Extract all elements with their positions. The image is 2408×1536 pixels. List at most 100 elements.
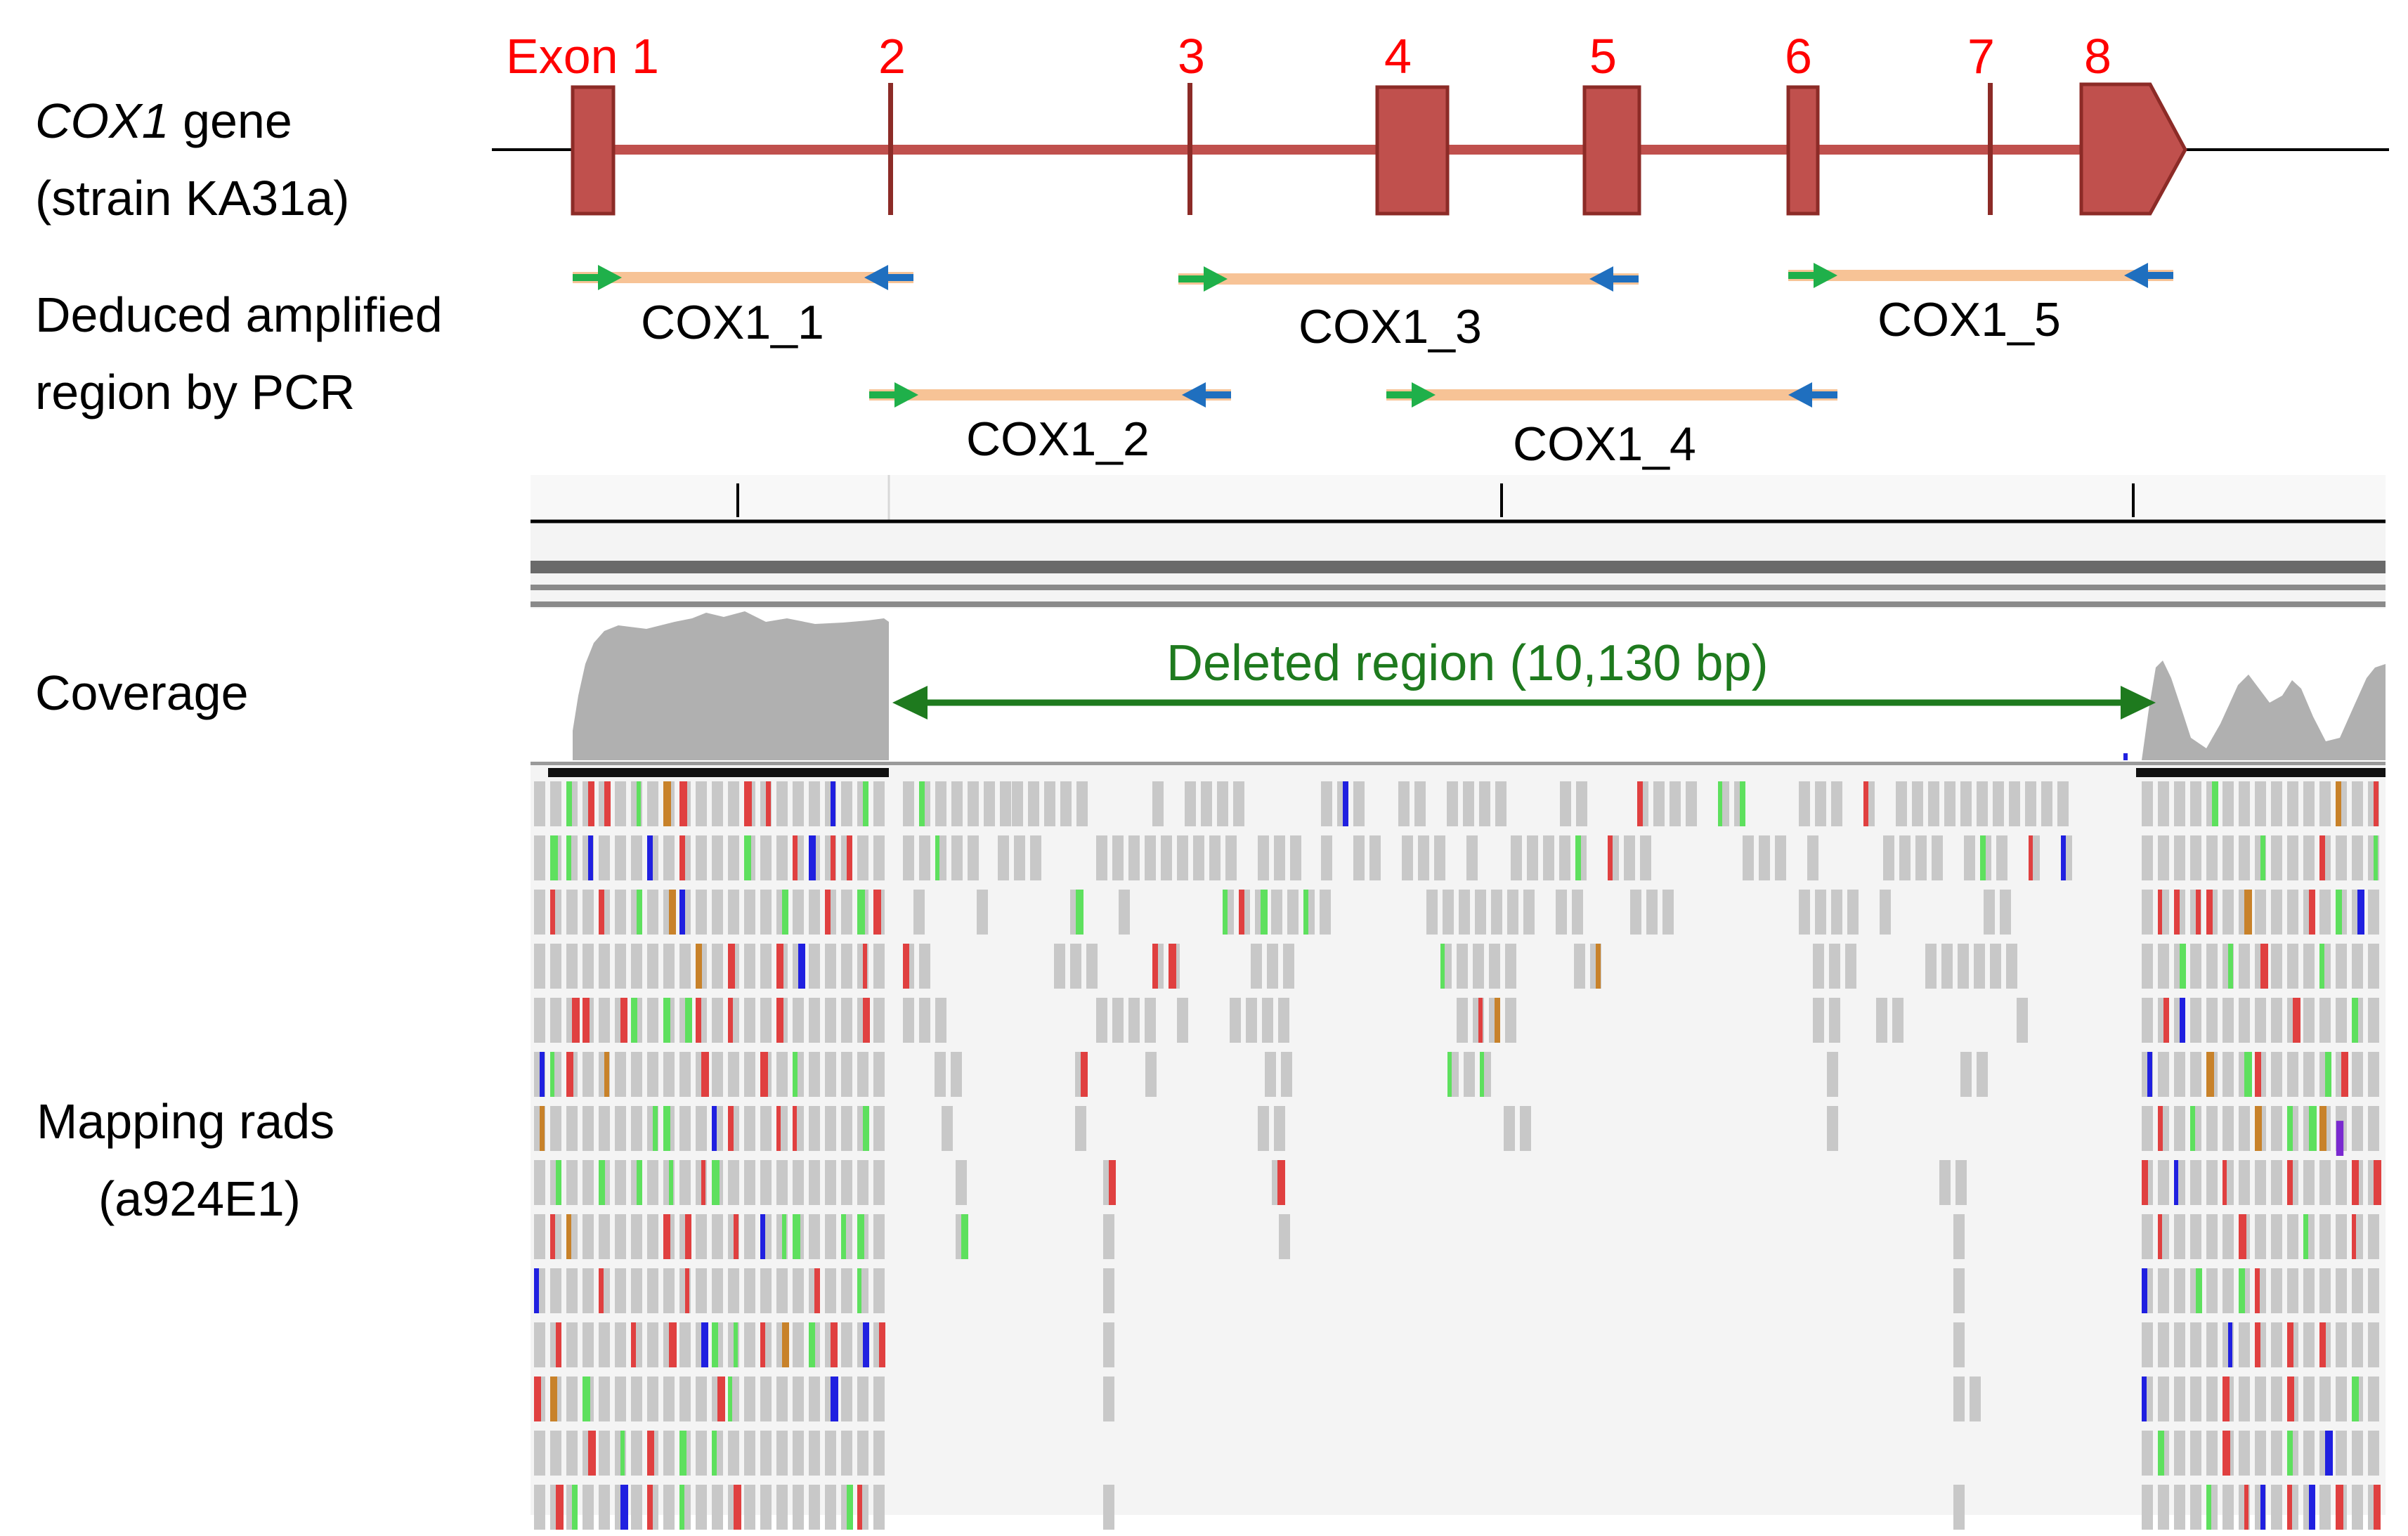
- read-mismatch: [540, 1052, 545, 1097]
- read-mismatch: [863, 998, 870, 1043]
- read: [1103, 1376, 1114, 1421]
- forward-primer: [1788, 272, 1816, 279]
- read: [2142, 1106, 2153, 1151]
- insertion-marker: [2123, 753, 2128, 760]
- read: [2158, 835, 2169, 880]
- read: [583, 1268, 594, 1313]
- read: [2239, 1322, 2250, 1367]
- read-mismatch: [2255, 1106, 2262, 1151]
- read: [873, 1431, 885, 1476]
- read: [696, 1485, 707, 1530]
- read-mismatch: [2255, 1052, 2261, 1097]
- read-mismatch: [566, 1052, 573, 1097]
- read: [1281, 1052, 1292, 1097]
- read: [825, 1431, 836, 1476]
- read-mismatch: [728, 998, 733, 1043]
- read: [1970, 1376, 1981, 1421]
- read-mismatch: [2374, 1160, 2381, 1205]
- read: [663, 1431, 675, 1476]
- exon-6-label: 6: [1785, 29, 1812, 84]
- read: [873, 781, 885, 826]
- read: [615, 944, 626, 989]
- read: [728, 1268, 739, 1313]
- read-mismatch: [2352, 1160, 2359, 1205]
- read: [2352, 1431, 2363, 1476]
- read: [696, 1376, 707, 1421]
- read: [1369, 835, 1381, 880]
- read: [2174, 781, 2185, 826]
- read: [2336, 1431, 2347, 1476]
- read: [873, 1160, 885, 1205]
- read: [631, 1376, 642, 1421]
- read: [1274, 835, 1285, 880]
- read: [631, 835, 642, 880]
- read: [2174, 1214, 2185, 1259]
- read: [566, 1431, 578, 1476]
- read-mismatch: [2374, 835, 2378, 880]
- read-mismatch: [620, 1431, 625, 1476]
- insertion-icon: I: [2333, 1111, 2347, 1167]
- read: [1028, 781, 1039, 826]
- read: [744, 1052, 755, 1097]
- read: [2287, 944, 2298, 989]
- read: [1473, 944, 1484, 989]
- read: [599, 1485, 610, 1530]
- read-mismatch: [2206, 1052, 2214, 1097]
- read-mismatch: [744, 835, 751, 880]
- read: [663, 944, 675, 989]
- read: [809, 1431, 820, 1476]
- read: [1414, 781, 1426, 826]
- read: [2222, 1214, 2234, 1259]
- read: [873, 1052, 885, 1097]
- read: [550, 1268, 561, 1313]
- read: [2303, 835, 2315, 880]
- read: [2190, 1322, 2201, 1367]
- read-mismatch: [2303, 1214, 2308, 1259]
- read: [2368, 1052, 2379, 1097]
- read-mismatch: [2287, 1485, 2292, 1530]
- read: [663, 1376, 675, 1421]
- read: [534, 944, 545, 989]
- ruler-track: [531, 475, 2386, 520]
- read: [825, 1485, 836, 1530]
- exon-7-label: 7: [1967, 29, 1995, 84]
- read: [1278, 998, 1289, 1043]
- read: [744, 998, 755, 1043]
- read: [1177, 835, 1188, 880]
- read-mismatch: [2319, 944, 2324, 989]
- read-mismatch: [556, 1322, 561, 1367]
- read-mismatch: [663, 1106, 670, 1151]
- read: [1457, 944, 1468, 989]
- read: [1267, 944, 1278, 989]
- read-mismatch: [2196, 1268, 2202, 1313]
- read: [841, 944, 852, 989]
- read: [615, 890, 626, 935]
- read-mismatch: [534, 1376, 541, 1421]
- read-mismatch: [798, 944, 805, 989]
- read-mismatch: [857, 1268, 861, 1313]
- read: [2041, 781, 2052, 826]
- read-mismatch: [647, 1431, 654, 1476]
- read: [809, 1485, 820, 1530]
- read-mismatch: [2244, 1485, 2248, 1530]
- read: [2287, 1214, 2298, 1259]
- read: [2222, 1268, 2234, 1313]
- read: [873, 998, 885, 1043]
- read: [712, 781, 723, 826]
- amplicon-4: COX1_4: [1386, 382, 1837, 471]
- read: [1953, 1268, 1965, 1313]
- read: [1559, 835, 1570, 880]
- read: [1265, 1052, 1276, 1097]
- read: [647, 1160, 658, 1205]
- read: [857, 835, 868, 880]
- read: [760, 944, 772, 989]
- read: [1096, 835, 1107, 880]
- read: [2206, 998, 2218, 1043]
- read: [583, 1214, 594, 1259]
- read-mismatch: [2336, 1485, 2343, 1530]
- read: [793, 781, 804, 826]
- read-mismatch: [534, 1268, 539, 1313]
- read: [841, 1322, 852, 1367]
- read-mismatch: [669, 1160, 673, 1205]
- read: [744, 1376, 755, 1421]
